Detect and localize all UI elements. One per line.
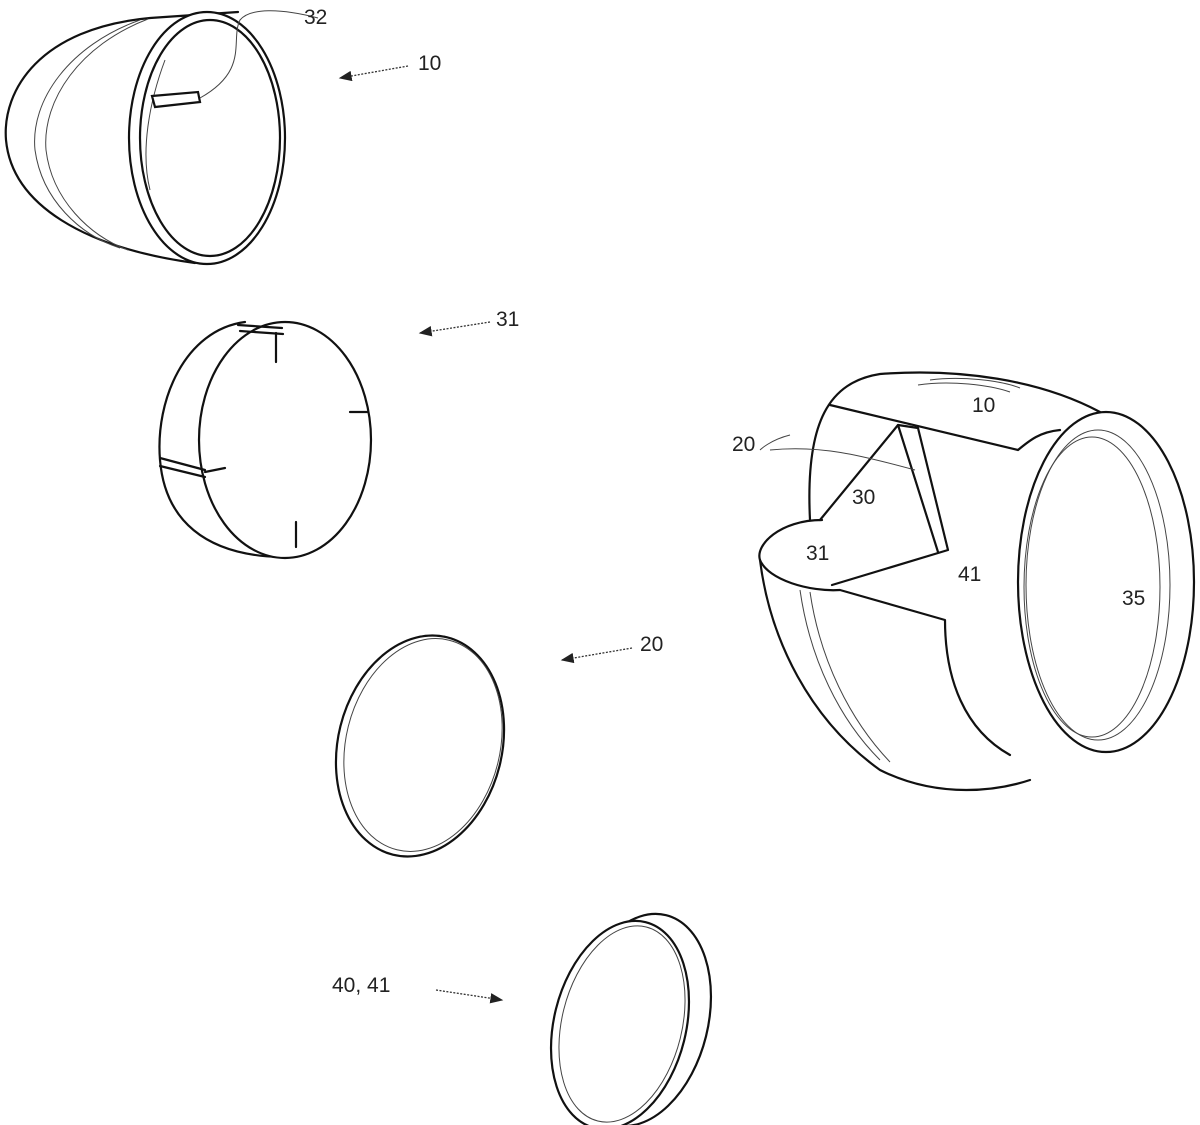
assembly-cutaway xyxy=(758,371,1196,792)
tab-32 xyxy=(150,90,202,109)
label-31: 31 xyxy=(496,308,519,331)
label-asm-41: 41 xyxy=(958,563,981,586)
label-32: 32 xyxy=(304,6,327,29)
part-20-plate xyxy=(334,634,506,858)
part-31-disc xyxy=(158,320,373,560)
label-asm-30: 30 xyxy=(852,486,875,509)
part-10-sleeve xyxy=(4,10,319,266)
label-20: 20 xyxy=(640,633,663,656)
label-asm-31: 31 xyxy=(806,542,829,565)
label-asm-35: 35 xyxy=(1122,587,1145,610)
label-10: 10 xyxy=(418,52,441,75)
label-asm-20: 20 xyxy=(732,433,755,456)
label-40-41: 40, 41 xyxy=(332,974,390,997)
part-40-41-cap xyxy=(549,912,713,1125)
label-asm-10: 10 xyxy=(972,394,995,417)
